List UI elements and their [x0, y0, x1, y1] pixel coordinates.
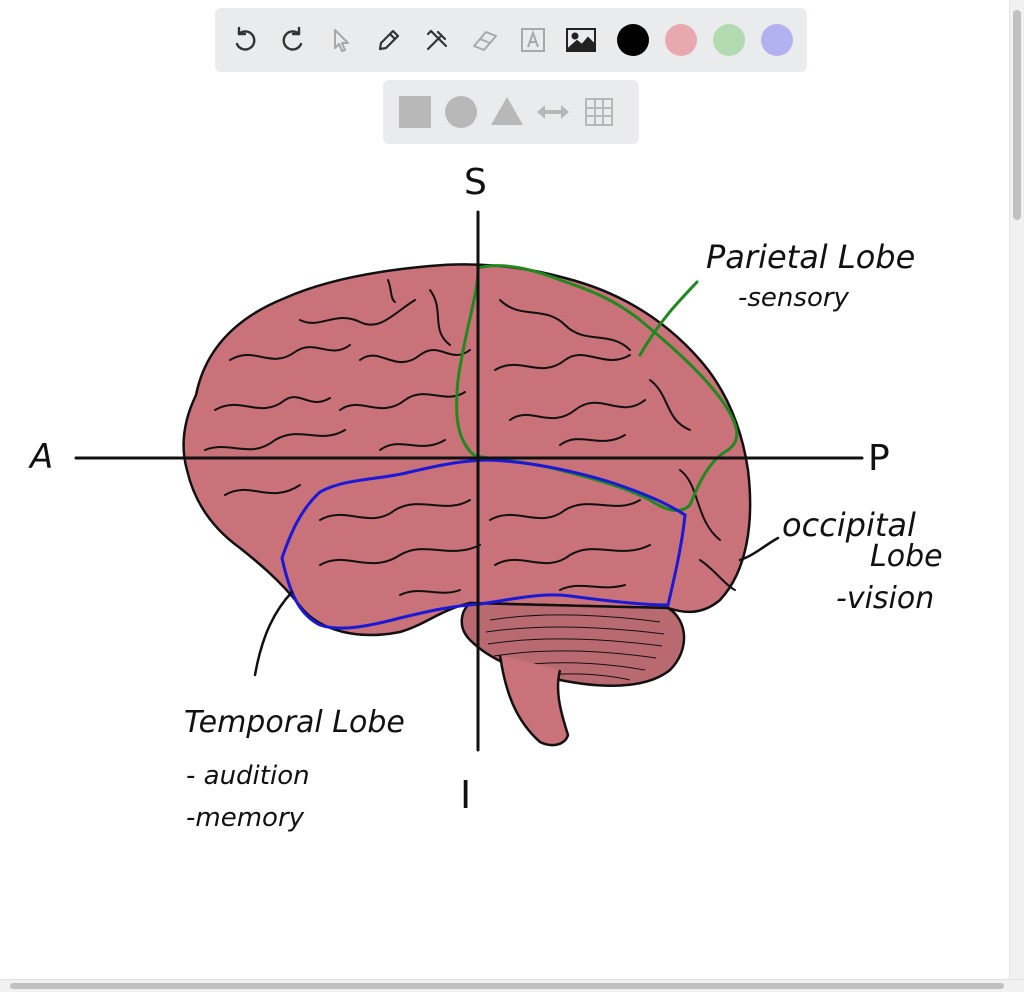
occipital-lobe-function: -vision: [836, 581, 934, 616]
temporal-lobe-function-1: - audition: [186, 761, 310, 791]
square-icon: [399, 96, 431, 128]
axis-label-posterior: P: [868, 438, 890, 479]
double-arrow-button[interactable]: [533, 92, 573, 132]
tools-icon: [426, 29, 448, 51]
color-swatch-green[interactable]: [713, 24, 745, 56]
undo-icon: [235, 26, 256, 51]
undo-button[interactable]: [225, 20, 265, 60]
horizontal-scrollbar-thumb[interactable]: [10, 983, 1004, 989]
parietal-lobe-function: -sensory: [738, 283, 850, 313]
temporal-lobe-title: Temporal Lobe: [184, 705, 405, 740]
parietal-pointer: [638, 280, 699, 357]
select-arrow-icon: [334, 29, 349, 52]
vertical-scrollbar[interactable]: [1009, 0, 1024, 980]
temporal-lobe-outline: [280, 458, 687, 630]
shapes-toolbar: [383, 80, 639, 144]
grid-icon: [585, 98, 613, 126]
axis-label-anterior: A: [28, 437, 53, 477]
redo-button[interactable]: [273, 20, 313, 60]
cerebellum-folds: [485, 614, 665, 681]
select-button[interactable]: [321, 20, 361, 60]
text-icon: [521, 28, 545, 52]
tools-button[interactable]: [417, 20, 457, 60]
occipital-lobe-title-2: Lobe: [870, 539, 943, 574]
occipital-pointer: [738, 536, 780, 562]
parietal-lobe-title: Parietal Lobe: [706, 238, 915, 276]
color-swatch-blue[interactable]: [761, 24, 793, 56]
color-swatch-red[interactable]: [665, 24, 697, 56]
color-swatch-black[interactable]: [617, 24, 649, 56]
vertical-scrollbar-thumb[interactable]: [1013, 10, 1021, 220]
label-pointers: [253, 280, 780, 677]
brain-stem: [498, 654, 570, 747]
circle-button[interactable]: [441, 92, 481, 132]
arrow-double-icon: [537, 105, 569, 119]
axis-label-inferior: I: [460, 773, 471, 817]
occipital-lobe-title-1: occipital: [782, 506, 916, 544]
text-button[interactable]: [513, 20, 553, 60]
image-icon: [566, 28, 596, 52]
redo-icon: [282, 26, 303, 51]
triangle-button[interactable]: [487, 92, 527, 132]
triangle-icon: [491, 97, 523, 125]
brain-folds: [204, 279, 736, 596]
main-toolbar: [215, 8, 807, 72]
drawing-canvas[interactable]: S I A P Parietal Lobe -sensory occipital…: [0, 0, 1010, 980]
brain-illustration: [182, 263, 752, 747]
temporal-pointer: [253, 590, 294, 677]
axis-label-superior: S: [464, 162, 487, 203]
square-button[interactable]: [395, 92, 435, 132]
temporal-lobe-function-2: -memory: [186, 803, 305, 833]
grid-button[interactable]: [579, 92, 619, 132]
anatomical-axes: [74, 210, 864, 752]
circle-icon: [445, 96, 477, 128]
eraser-icon: [473, 31, 497, 51]
diagram-labels: S I A P Parietal Lobe -sensory occipital…: [28, 162, 943, 833]
pen-icon: [378, 29, 400, 51]
horizontal-scrollbar[interactable]: [0, 979, 1024, 992]
image-button[interactable]: [561, 20, 601, 60]
pen-button[interactable]: [369, 20, 409, 60]
eraser-button[interactable]: [465, 20, 505, 60]
